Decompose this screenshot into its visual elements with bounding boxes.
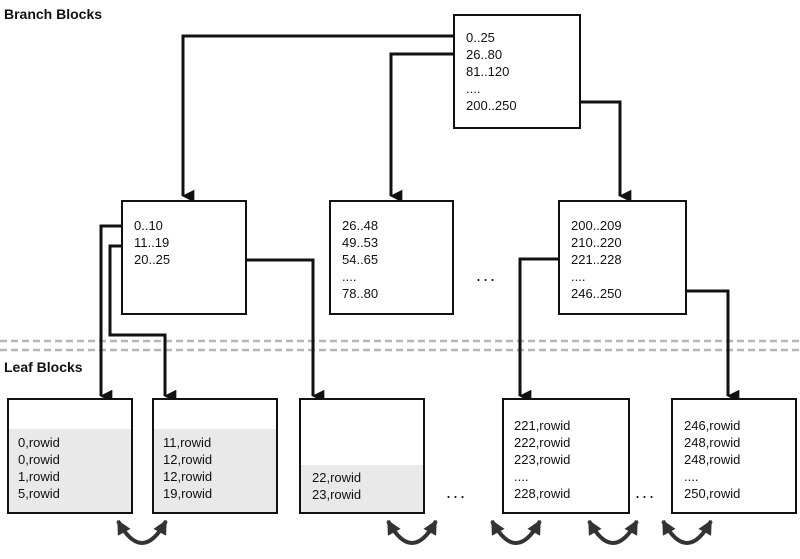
root-entry: 81..120 bbox=[466, 64, 509, 79]
root-entry: .... bbox=[466, 81, 480, 96]
leaf-entry: 221,rowid bbox=[514, 418, 570, 433]
arrow-branch-1-to-leaf-1 bbox=[99, 224, 122, 403]
branch-entry: 11..19 bbox=[134, 235, 169, 250]
branch-entry: 210..220 bbox=[571, 235, 622, 250]
root-entry: 26..80 bbox=[466, 47, 502, 62]
leaf-entry: 248,rowid bbox=[684, 435, 740, 450]
root-entry: 200..250 bbox=[466, 98, 517, 113]
leaf-link-arrow bbox=[386, 519, 438, 545]
arrow-branch-1-to-leaf-2 bbox=[108, 244, 177, 403]
branch-entry: 26..48 bbox=[342, 218, 378, 233]
leaf-entry: 248,rowid bbox=[684, 452, 740, 467]
arrow-branch-3-to-leaf-4 bbox=[518, 257, 559, 403]
leaf-block-2: 11,rowid 12,rowid 12,rowid 19,rowid bbox=[152, 398, 278, 514]
leaf-entry: 12,rowid bbox=[163, 452, 212, 467]
leaf-link-arrow bbox=[116, 519, 168, 545]
leaf-ellipsis: ... bbox=[446, 482, 467, 502]
leaf-link-arrow bbox=[490, 519, 542, 545]
leaf-entry: 5,rowid bbox=[18, 486, 60, 501]
leaf-block-1: 0,rowid 0,rowid 1,rowid 5,rowid bbox=[7, 398, 133, 514]
branch-block-2: 26..48 49..53 54..65 .... 78..80 bbox=[329, 200, 454, 315]
leaf-entry: 246,rowid bbox=[684, 418, 740, 433]
leaf-entry: .... bbox=[514, 469, 528, 484]
arrow-branch-1-to-leaf-3 bbox=[246, 258, 325, 403]
branch-block-1: 0..10 11..19 20..25 bbox=[121, 200, 247, 315]
leaf-entry: 250,rowid bbox=[684, 486, 740, 501]
branch-entry: 200..209 bbox=[571, 218, 622, 233]
leaf-block-3: 22,rowid 23,rowid bbox=[299, 398, 425, 514]
leaf-entry: 0,rowid bbox=[18, 452, 60, 467]
leaf-link-arrow bbox=[587, 519, 639, 545]
leaf-entry: 11,rowid bbox=[163, 435, 211, 450]
arrow-branch-3-to-leaf-5 bbox=[686, 289, 740, 403]
branch-blocks-label: Branch Blocks bbox=[4, 6, 102, 22]
leaf-ellipsis: ... bbox=[635, 482, 656, 502]
leaf-entry: 1,rowid bbox=[18, 469, 60, 484]
branch-entry: .... bbox=[571, 269, 585, 284]
arrow-root-to-branch-2 bbox=[389, 52, 454, 203]
leaf-entry: 22,rowid bbox=[312, 470, 361, 485]
branch-block-3: 200..209 210..220 221..228 .... 246..250 bbox=[558, 200, 687, 315]
leaf-link-arrow bbox=[661, 519, 713, 545]
leaf-entry: 222,rowid bbox=[514, 435, 570, 450]
leaf-blocks-label: Leaf Blocks bbox=[4, 359, 83, 375]
leaf-entry: 23,rowid bbox=[312, 487, 361, 502]
leaf-entry: 12,rowid bbox=[163, 469, 212, 484]
root-entry: 0..25 bbox=[466, 30, 495, 45]
branch-entry: 0..10 bbox=[134, 218, 163, 233]
branch-entry: 78..80 bbox=[342, 286, 378, 301]
branch-entry: 20..25 bbox=[134, 252, 170, 267]
leaf-entry: 19,rowid bbox=[163, 486, 212, 501]
branch-entry: 49..53 bbox=[342, 235, 378, 250]
branch-entry: 246..250 bbox=[571, 286, 622, 301]
leaf-entry: .... bbox=[684, 469, 698, 484]
leaf-entry: 228,rowid bbox=[514, 486, 570, 501]
leaf-entry: 223,rowid bbox=[514, 452, 570, 467]
leaf-block-5: 246,rowid 248,rowid 248,rowid .... 250,r… bbox=[671, 398, 797, 514]
branch-entry: 54..65 bbox=[342, 252, 378, 267]
arrow-root-to-branch-3 bbox=[580, 100, 632, 203]
arrow-root-to-branch-1 bbox=[181, 34, 454, 203]
branch-entry: .... bbox=[342, 269, 356, 284]
branch-ellipsis: ... bbox=[476, 265, 497, 285]
root-branch-block: 0..25 26..80 81..120 .... 200..250 bbox=[453, 14, 581, 129]
leaf-entry: 0,rowid bbox=[18, 435, 60, 450]
leaf-block-4: 221,rowid 222,rowid 223,rowid .... 228,r… bbox=[502, 398, 630, 514]
branch-entry: 221..228 bbox=[571, 252, 622, 267]
